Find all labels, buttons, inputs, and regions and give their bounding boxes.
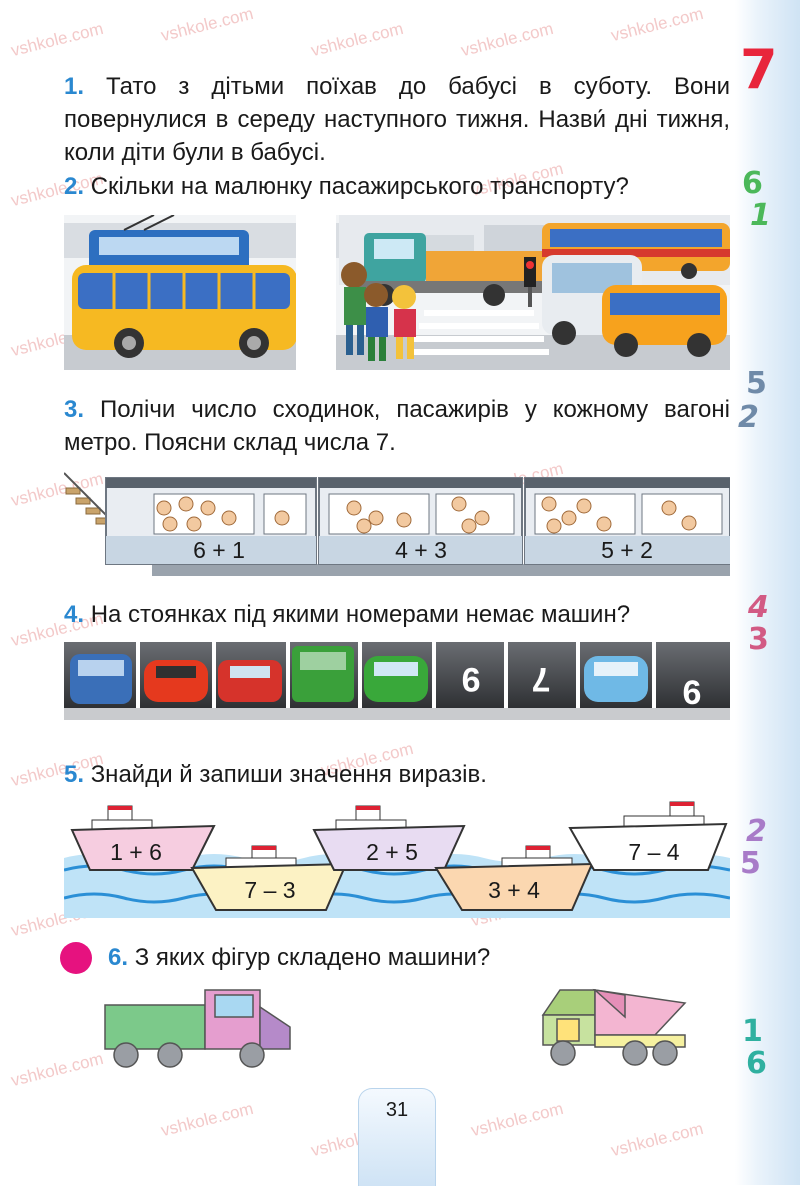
side-number-bottom: 1 [750,198,771,233]
task-4: 4. На стоянках під якими номерами немає … [64,598,734,631]
task-text: Скільки на малюнку пасажирського транспо… [90,173,629,200]
parking-illustration: 9 7 6 [64,642,730,720]
parking-picture: 9 7 6 [64,642,730,720]
parking-spot-number: 9 [462,660,481,698]
ship-expression: 2 + 5 [366,839,418,865]
ship-expression: 7 – 3 [244,877,295,903]
metro-illustration: 6 + 1 4 + 3 5 + 2 [64,472,730,576]
transport-picture [64,215,730,370]
task-text: На стоянках під якими номерами немає маш… [90,601,631,628]
task-1: 1. Тато з дітьми поїхав до бабусі в субо… [64,70,730,169]
right-margin-strip [735,0,800,1185]
transport-illustration [64,215,730,370]
side-number-bottom: 5 [740,846,761,881]
task-2: 2. Скільки на малюнку пасажирського тран… [64,170,734,203]
task-number: 5. [64,761,85,788]
task-5: 5. Знайди й запиши значення виразів. [64,758,734,791]
ships-picture: 1 + 6 7 – 3 2 + 5 3 + 4 7 – 4 [64,798,730,918]
ships-illustration: 1 + 6 7 – 3 2 + 5 3 + 4 7 – 4 [64,801,730,918]
task-text: Знайди й запиши значення виразів. [90,761,487,788]
watermark: vshkole.com [468,1098,566,1141]
ship-expression: 1 + 6 [110,839,162,865]
task-number: 4. [64,601,85,628]
watermark: vshkole.com [158,1098,256,1141]
page-number: 31 [385,1099,409,1121]
watermark: vshkole.com [158,3,256,46]
shape-truck-illustration [104,989,291,1068]
watermark: vshkole.com [608,3,706,46]
watermark: vshkole.com [458,18,556,61]
metro-car-label: 4 + 3 [395,537,447,563]
parking-spot-number: 7 [532,660,551,698]
task-number: 6. [108,944,129,971]
watermark: vshkole.com [8,18,106,61]
shape-truck-left [100,985,300,1070]
side-number-bottom: 6 [746,1046,767,1081]
metro-car-label: 6 + 1 [193,537,245,563]
magenta-dot-marker [60,942,92,974]
task-6: 6. З яких фігур складено машини? [108,941,668,974]
task-3: 3. Полічи число сходинок, пасажирів у ко… [64,393,730,459]
shape-dump-truck-illustration [541,988,687,1066]
task-text: З яких фігур складено машини? [134,944,491,971]
side-number-top: 2 [746,814,767,849]
metro-car-label: 5 + 2 [601,537,653,563]
watermark: vshkole.com [308,18,406,61]
ship-expression: 7 – 4 [628,839,679,865]
chapter-number: 7 [740,38,778,101]
page-number-tab: 31 [358,1088,436,1186]
ship-expression: 3 + 4 [488,877,540,903]
side-number-top: 4 [748,590,769,625]
task-text: Полічи число сходинок, пасажирів у кожно… [64,396,730,456]
task-number: 3. [64,396,85,423]
task-number: 1. [64,73,85,100]
watermark: vshkole.com [608,1118,706,1161]
side-number-top: 5 [746,366,767,401]
side-number-top: 1 [742,1014,763,1049]
side-number-bottom: 3 [748,622,769,657]
task-number: 2. [64,173,85,200]
side-number-top: 6 [742,166,763,201]
shape-truck-right [535,985,695,1070]
metro-picture: 6 + 1 4 + 3 5 + 2 [64,468,730,576]
parking-spot-number: 6 [683,674,702,712]
watermark: vshkole.com [8,1048,106,1091]
side-number-bottom: 2 [738,400,759,435]
task-text: Тато з дітьми поїхав до бабусі в суботу.… [64,73,731,166]
